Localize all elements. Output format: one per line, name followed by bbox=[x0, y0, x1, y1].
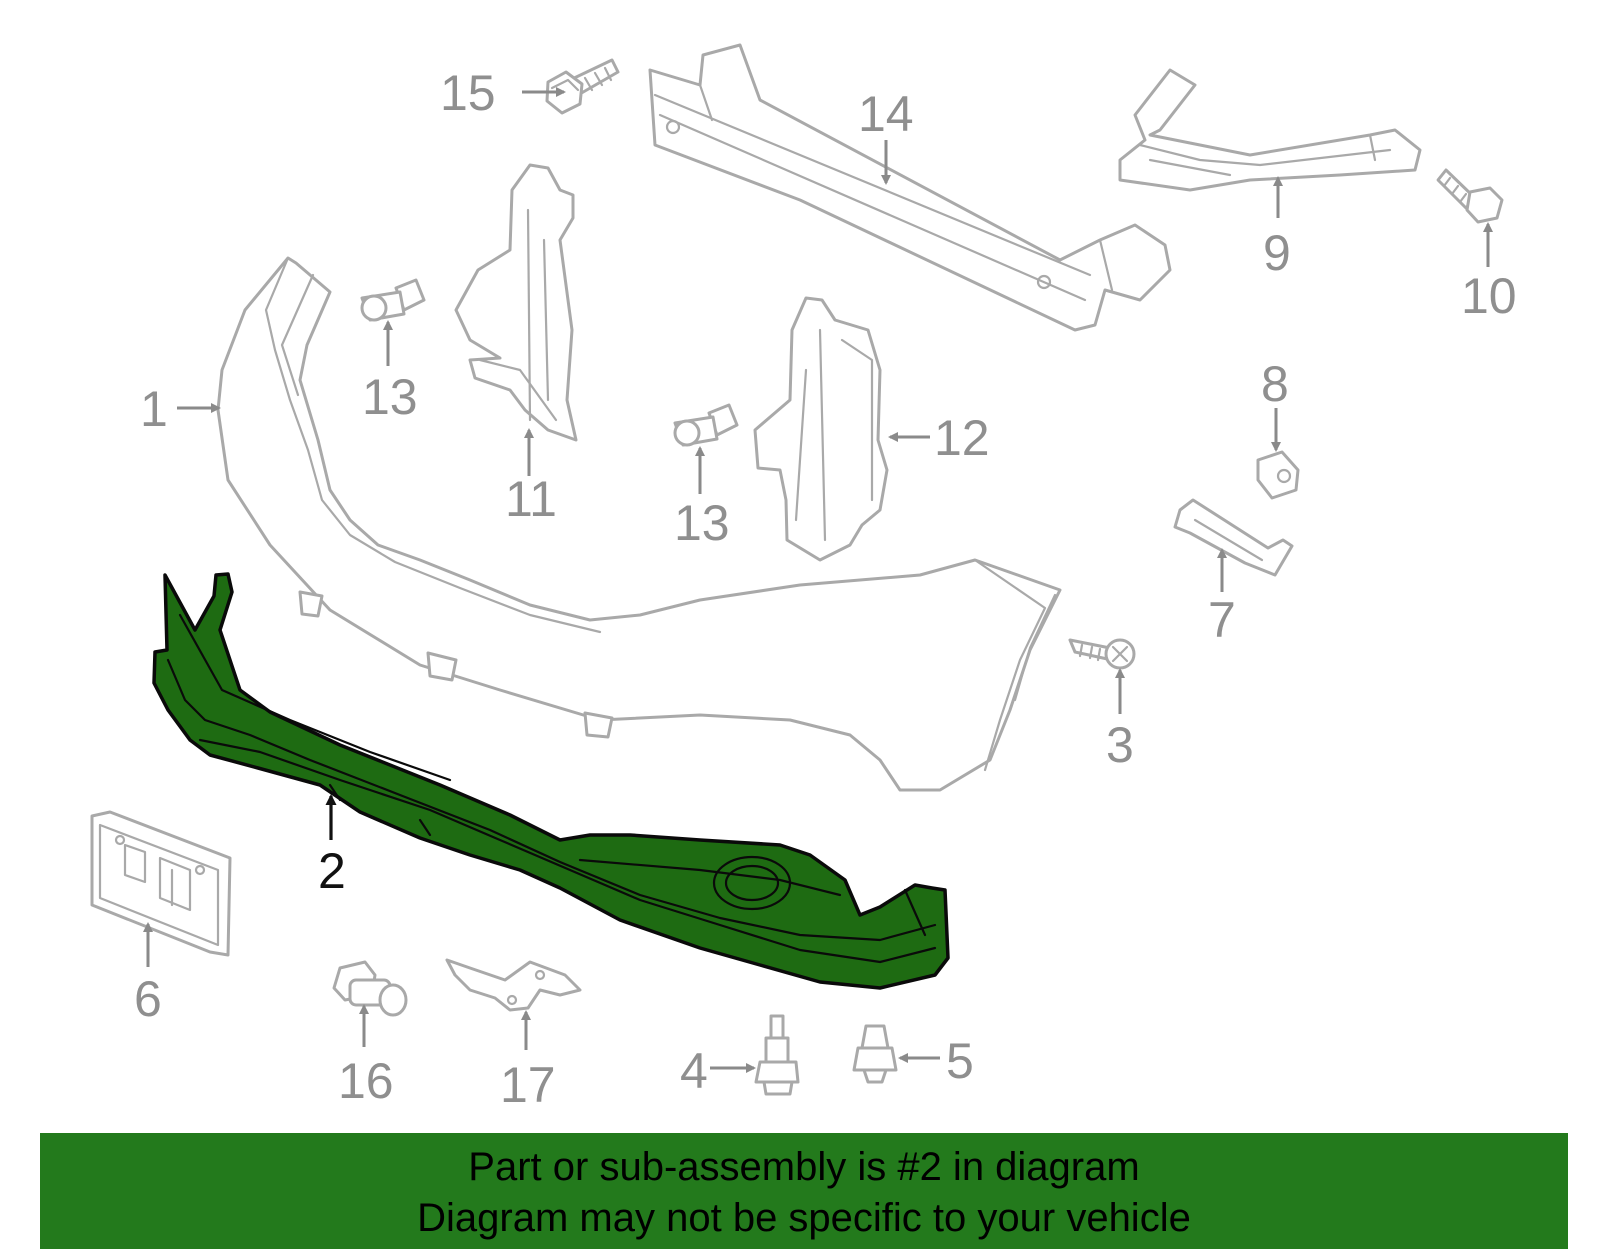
label-5: 5 bbox=[946, 1033, 974, 1089]
label-9: 9 bbox=[1263, 225, 1291, 281]
sensor-part-16 bbox=[332, 960, 408, 1017]
label-15: 15 bbox=[440, 65, 496, 121]
label-6: 6 bbox=[134, 971, 162, 1027]
label-8: 8 bbox=[1261, 356, 1289, 412]
nut-part-8 bbox=[1256, 450, 1300, 500]
label-14: 14 bbox=[858, 86, 914, 142]
label-13-lower: 13 bbox=[674, 495, 730, 551]
leader-lines bbox=[143, 87, 1493, 1073]
screw-part-3 bbox=[1068, 638, 1136, 670]
label-11: 11 bbox=[505, 471, 557, 527]
bolt-part-15 bbox=[545, 58, 620, 115]
lower-spoiler-part-2 bbox=[152, 572, 950, 990]
label-12: 12 bbox=[934, 410, 990, 466]
label-16: 16 bbox=[338, 1053, 394, 1109]
label-2: 2 bbox=[318, 843, 346, 899]
banner-line-2: Diagram may not be specific to your vehi… bbox=[417, 1196, 1191, 1240]
clip-part-5 bbox=[852, 1024, 898, 1084]
bracket-part-9 bbox=[1118, 68, 1422, 192]
bracket-part-17 bbox=[445, 958, 582, 1012]
license-bracket-part-6 bbox=[90, 810, 232, 957]
label-3: 3 bbox=[1106, 717, 1134, 773]
label-4: 4 bbox=[680, 1043, 708, 1099]
label-1: 1 bbox=[140, 381, 168, 437]
stud-part-4 bbox=[754, 1014, 800, 1096]
callout-labels: 15 14 9 10 13 1 11 12 13 8 7 3 2 6 16 17… bbox=[134, 65, 1517, 1113]
info-banner: Part or sub-assembly is #2 in diagram Di… bbox=[40, 1133, 1568, 1249]
bumper-cover-part-1 bbox=[216, 256, 1062, 792]
label-13-upper: 13 bbox=[362, 369, 418, 425]
bolt-part-10 bbox=[1436, 168, 1504, 224]
bracket-part-7 bbox=[1173, 498, 1294, 577]
label-7: 7 bbox=[1208, 592, 1236, 648]
side-bracket-part-11 bbox=[454, 163, 578, 442]
clip-part-13-lower bbox=[673, 403, 739, 447]
label-17: 17 bbox=[500, 1057, 556, 1113]
side-bracket-part-12 bbox=[753, 296, 889, 562]
label-10: 10 bbox=[1461, 268, 1517, 324]
clip-part-13-upper bbox=[360, 278, 426, 322]
reinforcement-beam-part-14 bbox=[648, 43, 1172, 332]
banner-line-1: Part or sub-assembly is #2 in diagram bbox=[468, 1145, 1140, 1189]
